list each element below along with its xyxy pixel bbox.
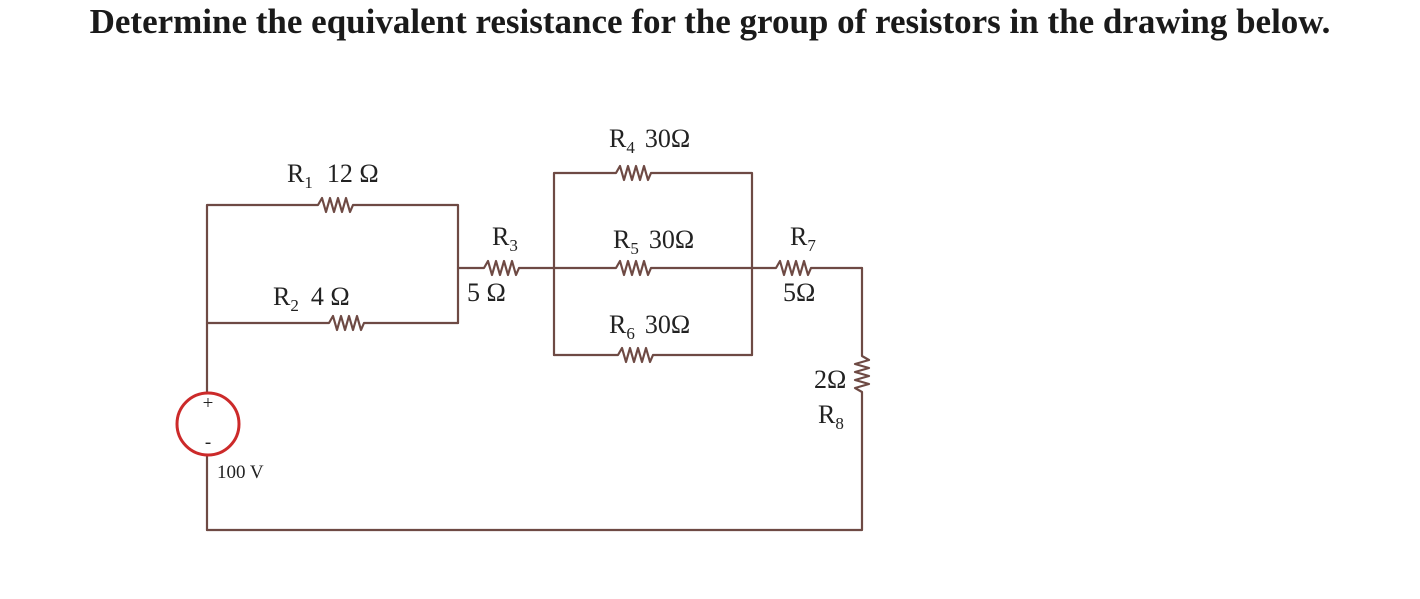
resistor-r7-value: 5Ω bbox=[783, 278, 815, 307]
resistor-r7-name: R7 bbox=[790, 222, 816, 255]
source-minus-sign: - bbox=[205, 432, 211, 453]
wire-r4-branch bbox=[552, 164, 754, 357]
resistor-r3-value: 5 Ω bbox=[467, 278, 506, 307]
source-voltage-label: 100 V bbox=[217, 462, 264, 483]
wire-r8-return bbox=[205, 266, 871, 532]
voltage-source: + - bbox=[175, 391, 241, 457]
wire-r7 bbox=[750, 259, 864, 277]
wire-r5-branch bbox=[552, 259, 754, 277]
source-plus-sign: + bbox=[203, 393, 214, 414]
resistor-r8-value: 2Ω bbox=[814, 365, 846, 394]
resistor-r3-name: R3 bbox=[492, 222, 518, 255]
resistor-r8-name: R8 bbox=[818, 400, 844, 433]
wire-r2-branch bbox=[205, 314, 460, 332]
question-text: Determine the equivalent resistance for … bbox=[89, 2, 1331, 41]
wire-r6-branch bbox=[552, 346, 754, 364]
wire-r1-branch bbox=[205, 196, 460, 532]
wire-r3 bbox=[456, 259, 556, 277]
voltage-source-circle bbox=[175, 391, 241, 457]
